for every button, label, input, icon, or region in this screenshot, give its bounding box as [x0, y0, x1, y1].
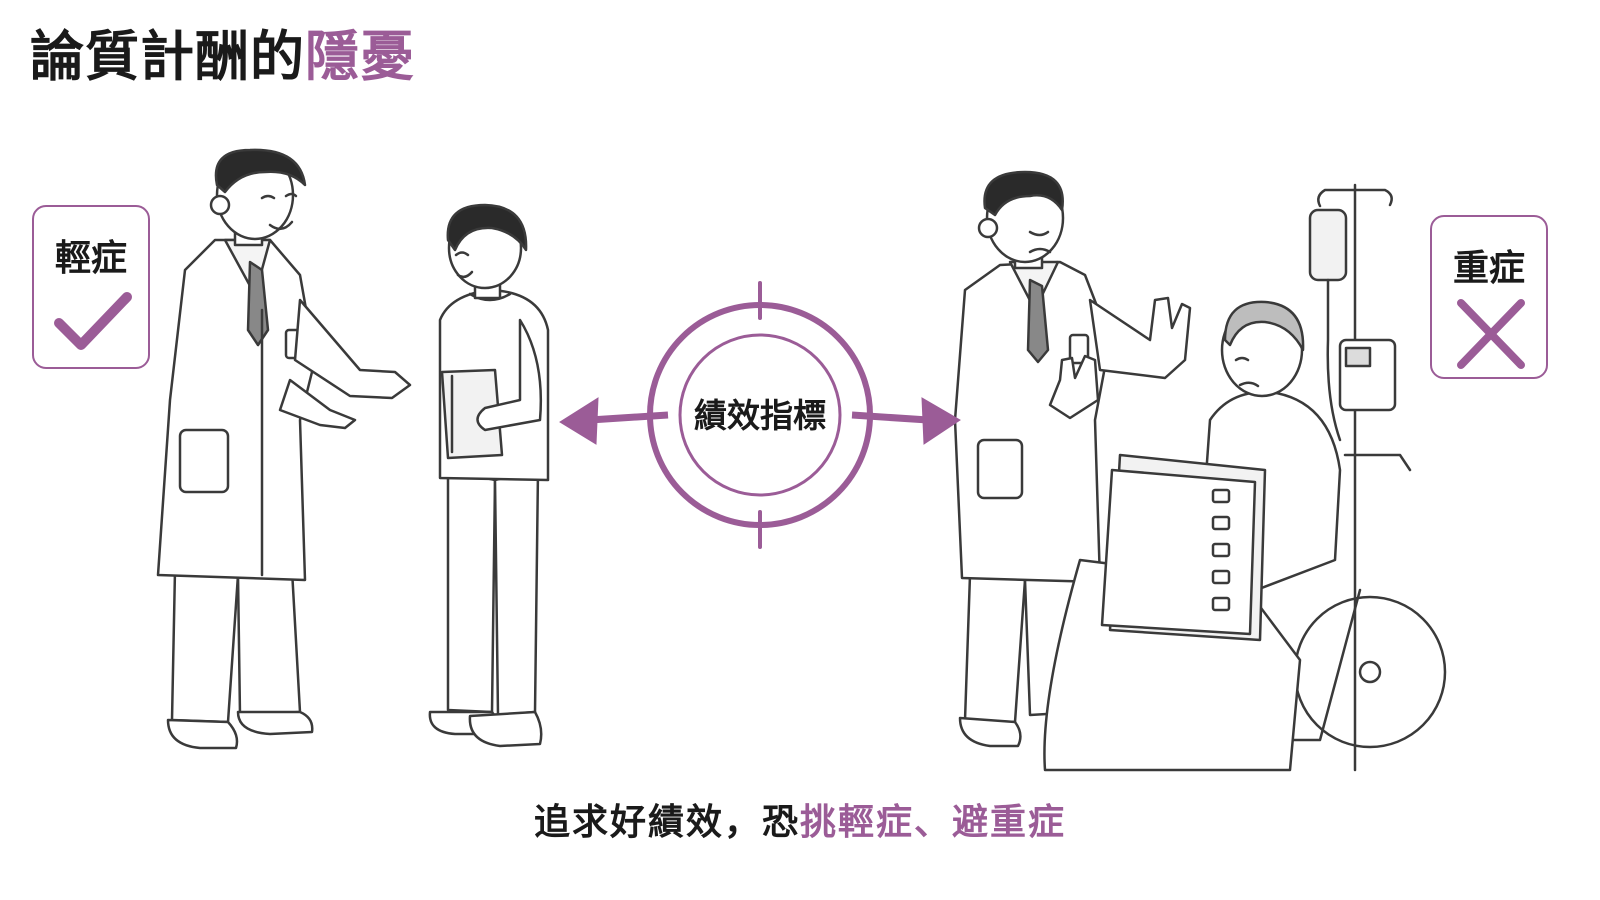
page-title: 論質計酬的隱憂 — [30, 22, 415, 92]
doctor-refusing-figure — [953, 170, 1192, 748]
elderly-patient-figure — [1043, 300, 1447, 772]
title-main: 論質計酬的 — [30, 25, 305, 88]
doctor-smiling-figure — [156, 148, 412, 750]
caption-part1: 追求好績效，恐 — [533, 802, 800, 843]
severe-case-label: 重症 — [1452, 248, 1525, 289]
caption-part2: 挑輕症、避重症 — [800, 802, 1067, 843]
check-icon — [54, 292, 132, 350]
title-accent: 隱憂 — [305, 25, 415, 88]
young-patient-figure — [428, 203, 550, 748]
arrow-left-icon — [559, 397, 669, 445]
performance-indicator-label: 績效指標 — [694, 396, 826, 435]
arrow-right-icon — [851, 397, 961, 445]
mild-case-label: 輕症 — [54, 238, 127, 279]
iv-stand-figure — [1308, 183, 1397, 772]
cross-icon — [1457, 299, 1525, 369]
severe-case-badge: 重症 — [1430, 215, 1548, 379]
caption: 追求好績效，恐挑輕症、避重症 — [0, 798, 1600, 848]
mild-case-badge: 輕症 — [32, 205, 150, 369]
